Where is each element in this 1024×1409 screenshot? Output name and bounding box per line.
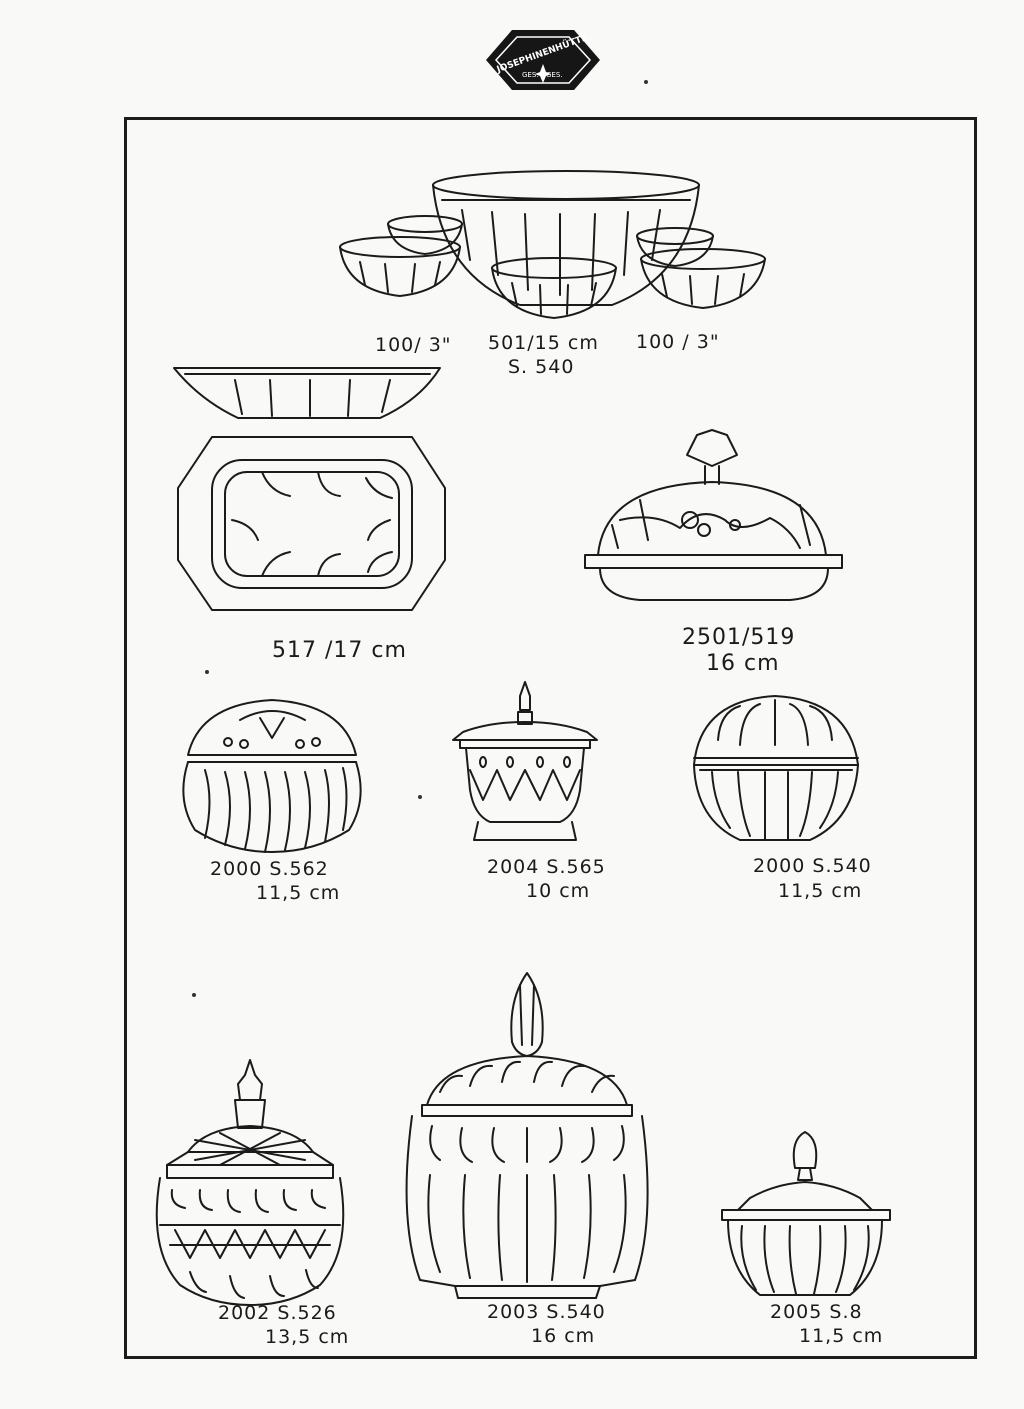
label-jar-small: 2005 S.8: [770, 1301, 863, 1323]
jar-large-drawing: [407, 973, 648, 1298]
josephinenhuette-logo: JOSEPHINENHÜTTE GES. GES.: [486, 30, 600, 90]
label-jar-large-size: 16 cm: [531, 1325, 596, 1347]
butter-dish-drawing: [585, 430, 842, 600]
label-box-footed: 2004 S.565: [487, 856, 606, 878]
label-bowl-small-left: 100/ 3": [375, 334, 452, 356]
label-butter-dish-size: 16 cm: [706, 651, 780, 676]
jar-diamond-drawing: [157, 1060, 344, 1305]
catalogue-frame: [124, 117, 977, 1359]
label-jar-diamond-size: 13,5 cm: [265, 1326, 350, 1348]
label-dish: 517 /17 cm: [272, 638, 407, 663]
speck: [644, 80, 648, 84]
label-jar-small-size: 11,5 cm: [799, 1325, 884, 1347]
box-ribbed-drawing: [183, 700, 360, 852]
label-box-ribbed: 2000 S.562: [210, 858, 329, 880]
logo-mark-right: GES.: [546, 71, 563, 79]
bowl-set-drawing: [340, 171, 765, 318]
label-bowl-large: 501/15 cm: [488, 332, 599, 354]
logo-mark-left: GES.: [522, 71, 539, 79]
speck: [418, 795, 422, 799]
speck: [192, 993, 196, 997]
jar-small-drawing: [722, 1132, 890, 1295]
label-bowl-small-right: 100 / 3": [636, 331, 720, 353]
box-thumbprint-drawing: [694, 696, 858, 840]
label-bowl-large-series: S. 540: [508, 356, 575, 378]
label-box-thumbprint-size: 11,5 cm: [778, 880, 863, 902]
label-butter-dish: 2501/519: [682, 625, 796, 650]
dish-drawing: [174, 368, 445, 610]
box-footed-drawing: [453, 682, 597, 840]
label-box-ribbed-size: 11,5 cm: [256, 882, 341, 904]
speck: [205, 670, 209, 674]
label-jar-diamond: 2002 S.526: [218, 1302, 337, 1324]
label-box-footed-size: 10 cm: [526, 880, 591, 902]
label-jar-large: 2003 S.540: [487, 1301, 606, 1323]
label-box-thumbprint: 2000 S.540: [753, 855, 872, 877]
